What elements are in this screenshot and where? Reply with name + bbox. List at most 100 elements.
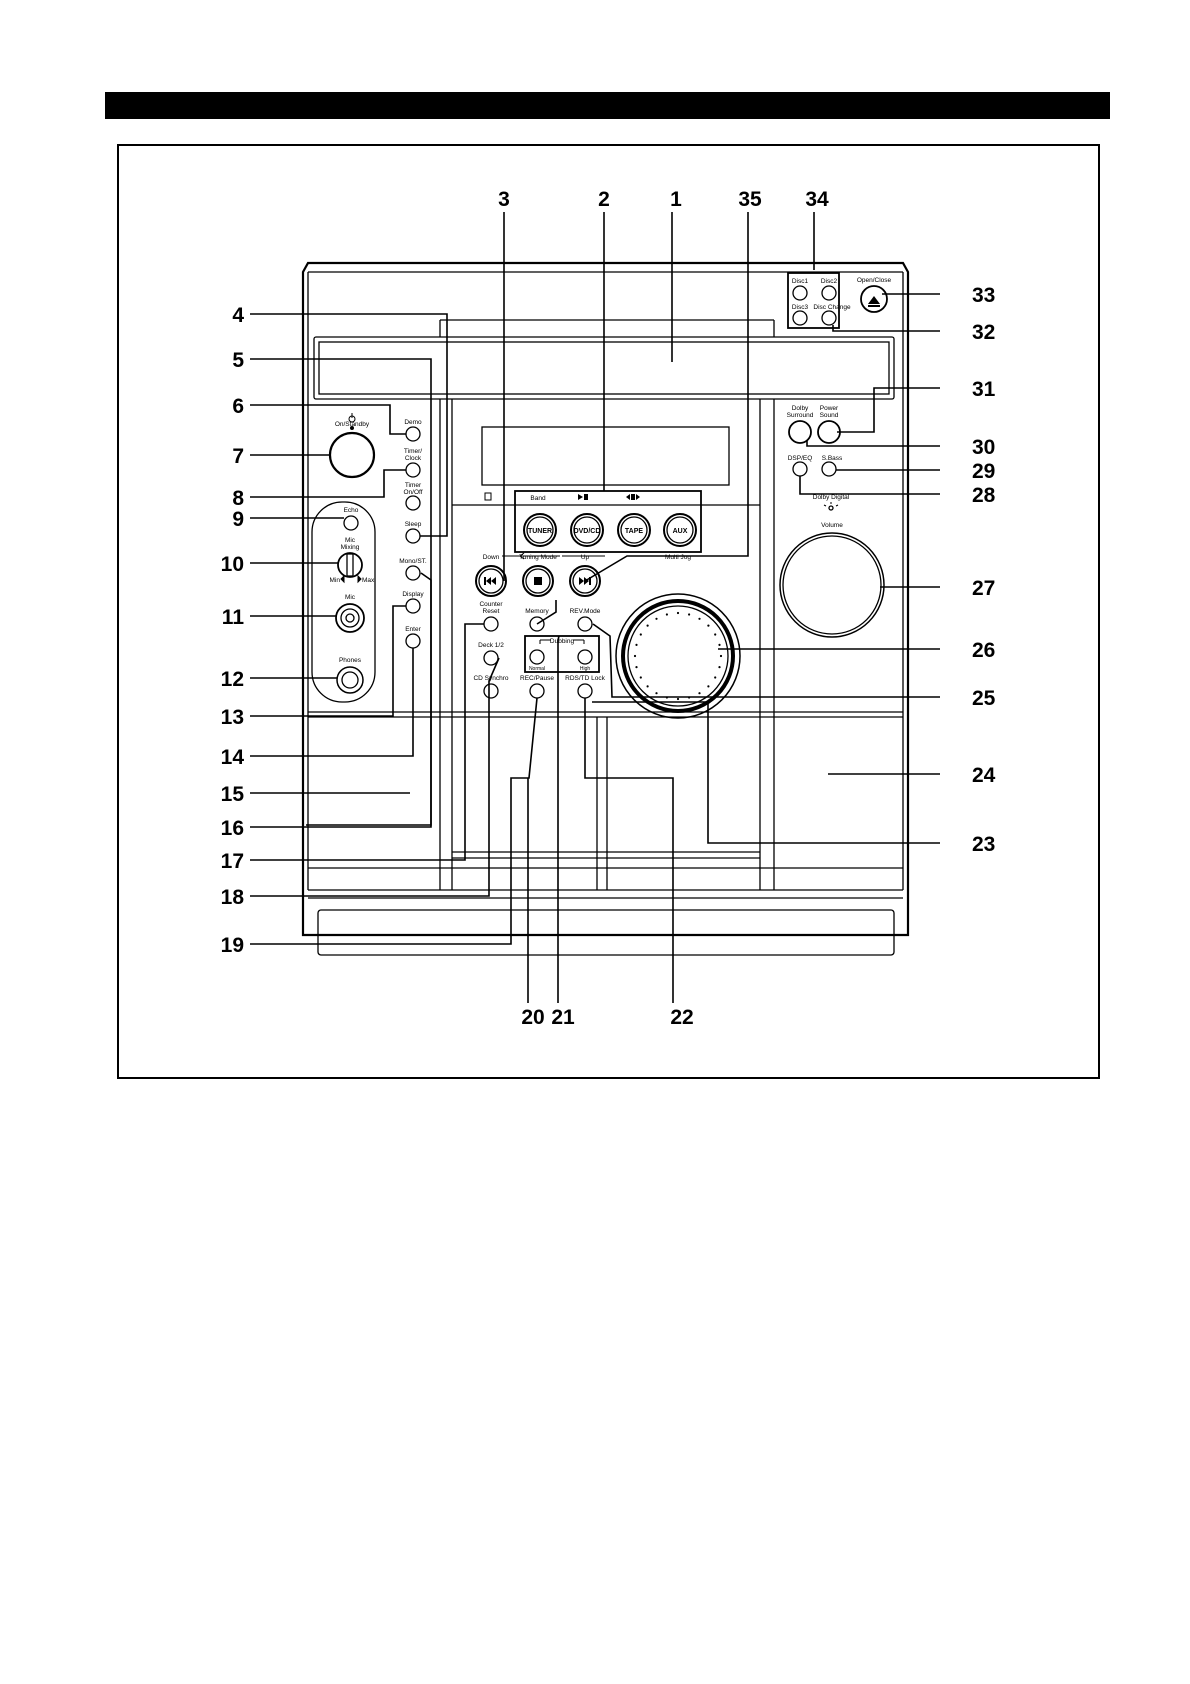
tuning-down-button[interactable] (475, 565, 507, 597)
label-phones: Phones (339, 657, 362, 664)
diagram-frame (117, 144, 1100, 1079)
enter-button[interactable] (405, 633, 421, 649)
label-cd-synchro: CD Synchro (473, 675, 508, 682)
label-power-sound-2: Sound (820, 412, 839, 419)
on-standby-button[interactable] (328, 431, 376, 479)
mic-jack[interactable] (335, 603, 365, 633)
label-deck: Deck 1/2 (478, 642, 504, 649)
jog-dot (639, 676, 642, 679)
label-tuner: TUNER (528, 528, 552, 535)
volume-knob[interactable] (779, 532, 885, 638)
demo-button[interactable] (405, 426, 421, 442)
callout-16: 16 (221, 817, 244, 840)
jog-dot (714, 676, 717, 679)
echo-button[interactable] (343, 515, 359, 531)
callout-24: 24 (972, 764, 996, 787)
dvd-cd-button[interactable] (570, 513, 604, 547)
phones-jack[interactable] (336, 666, 364, 694)
label-dolby-surround-2: Surround (787, 412, 814, 419)
source-button-group (514, 490, 702, 553)
label-aux: AUX (673, 528, 688, 535)
label-disc3: Disc3 (792, 304, 809, 311)
callout-5: 5 (232, 349, 244, 372)
label-disc1: Disc1 (792, 278, 809, 285)
jog-dot (707, 624, 710, 627)
disc1-button[interactable] (792, 285, 808, 301)
label-band: Band (530, 495, 546, 502)
callout-30: 30 (972, 436, 995, 459)
aux-button[interactable] (663, 513, 697, 547)
disc-change-button[interactable] (821, 310, 837, 326)
jog-dot (719, 654, 723, 658)
dubbing-high-button[interactable] (577, 649, 593, 665)
callout-26: 26 (972, 639, 995, 662)
jog-dot (714, 633, 717, 636)
label-display: Display (402, 591, 424, 598)
dubbing-normal-button[interactable] (529, 649, 545, 665)
callout-15: 15 (221, 783, 245, 806)
label-normal: Normal (529, 666, 545, 672)
timer-clock-button[interactable] (405, 462, 421, 478)
callout-18: 18 (221, 886, 245, 909)
jog-dot (646, 685, 649, 688)
sleep-button[interactable] (405, 528, 421, 544)
disc3-button[interactable] (792, 310, 808, 326)
label-open-close: Open/Close (857, 277, 892, 284)
disc2-button[interactable] (821, 285, 837, 301)
jog-dots (633, 611, 723, 701)
jog-dot (655, 617, 658, 620)
tuner-button[interactable] (523, 513, 557, 547)
callout-12: 12 (221, 668, 244, 691)
callout-20: 20 (521, 1006, 544, 1029)
power-sound-button[interactable] (817, 420, 841, 444)
label-min: Min (330, 577, 341, 584)
label-dubbing: Dubbing (550, 638, 575, 645)
callout-17: 17 (221, 850, 244, 873)
jog-dot (718, 643, 721, 647)
deck-button[interactable] (483, 650, 499, 666)
timer-onoff-button[interactable] (405, 495, 421, 511)
display-window (481, 426, 730, 486)
label-enter: Enter (405, 626, 421, 633)
dolby-surround-button[interactable] (788, 420, 812, 444)
memory-button[interactable] (529, 616, 545, 632)
tuning-up-button[interactable] (569, 565, 601, 597)
callout-29: 29 (972, 460, 995, 483)
rev-mode-button[interactable] (577, 616, 593, 632)
jog-dot (639, 633, 642, 636)
counter-reset-button[interactable] (483, 616, 499, 632)
open-close-button[interactable] (860, 285, 888, 313)
rec-pause-button[interactable] (529, 683, 545, 699)
disc-button-group (787, 272, 840, 329)
rds-button[interactable] (577, 683, 593, 699)
label-tuning-mode: Tuning Mode (519, 554, 557, 561)
callout-4: 4 (232, 304, 244, 327)
jog-dot (665, 613, 669, 616)
cd-synchro-button[interactable] (483, 683, 499, 699)
label-dsp-eq: DSP/EQ (788, 455, 813, 462)
tape-button[interactable] (617, 513, 651, 547)
label-timer-onoff-2: On/Off (403, 489, 422, 496)
display-button[interactable] (405, 598, 421, 614)
s-bass-button[interactable] (821, 461, 837, 477)
label-echo: Echo (344, 507, 359, 514)
mono-st-button[interactable] (405, 565, 421, 581)
jog-dot (646, 624, 649, 627)
label-rev-mode: REV.Mode (570, 608, 601, 615)
jog-dot (698, 692, 701, 695)
label-counter-reset-2: Reset (483, 608, 500, 615)
callout-21: 21 (551, 1006, 575, 1029)
mic-mixing-knob[interactable] (337, 552, 363, 578)
label-mono-st: Mono/ST. (399, 558, 427, 565)
callout-11: 11 (222, 606, 245, 629)
multi-jog-dial[interactable] (615, 593, 741, 719)
jog-dot (698, 617, 701, 620)
label-dolby-digital: Dolby Digital (813, 494, 850, 501)
jog-dot (688, 613, 691, 616)
callout-7: 7 (232, 445, 244, 468)
dolby-digital-indicator (828, 505, 834, 511)
callout-28: 28 (972, 484, 996, 507)
dsp-eq-button[interactable] (792, 461, 808, 477)
stop-button[interactable] (522, 565, 554, 597)
callout-10: 10 (221, 553, 244, 576)
